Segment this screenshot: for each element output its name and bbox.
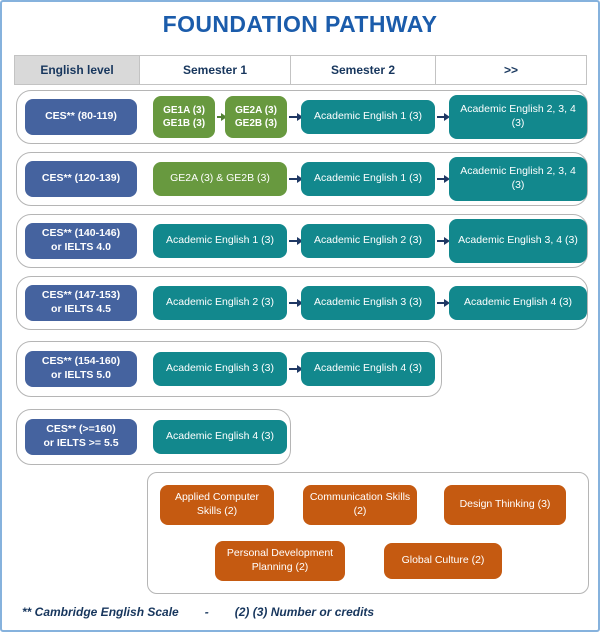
pathway-row-5: CES** (154-160) or IELTS 5.0 Academic En… <box>16 341 442 397</box>
course-pill-semester2: Academic English 1 (3) <box>301 100 435 134</box>
course-line1: GE1A (3) <box>163 105 205 116</box>
course-pill-semester1: Academic English 1 (3) <box>153 224 287 258</box>
course-pill-semester2: Academic English 1 (3) <box>301 162 435 196</box>
level-line2: or IELTS 4.5 <box>51 303 111 315</box>
column-header-semester2: Semester 2 <box>290 55 436 85</box>
pathway-row-1: CES** (80-119) GE1A (3) GE1B (3) GE2A (3… <box>16 90 588 144</box>
pathway-row-3: CES** (140-146) or IELTS 4.0 Academic En… <box>16 214 588 268</box>
level-line2: or IELTS 4.0 <box>51 241 111 253</box>
arrow-right-icon <box>217 113 227 121</box>
course-pill-semester1: Academic English 4 (3) <box>153 420 287 454</box>
pathway-row-6: CES** (>=160) or IELTS >= 5.5 Academic E… <box>16 409 291 465</box>
course-pill-semester1: Academic English 2 (3) <box>153 286 287 320</box>
arrow-right-icon <box>437 175 450 183</box>
level-line1: CES** (140-146) <box>41 227 121 240</box>
level-line1: CES** (147-153) <box>41 289 121 302</box>
course-line1: GE2A (3) <box>235 105 277 116</box>
level-line1: CES** (154-160) <box>41 355 121 368</box>
level-line2: or IELTS >= 5.5 <box>43 437 119 449</box>
arrow-right-icon <box>437 299 450 307</box>
column-header-english-level: English level <box>14 55 140 85</box>
course-pill-next: Academic English 2, 3, 4 (3) <box>449 95 587 139</box>
arrow-right-icon <box>289 299 303 307</box>
footnote-separator: - <box>204 605 209 619</box>
english-level-pill: CES** (80-119) <box>25 99 137 135</box>
electives-panel: Applied Computer Skills (2) Communicatio… <box>147 472 589 594</box>
level-line1: CES** (120-139) <box>41 172 121 185</box>
elective-pill-global-culture: Global Culture (2) <box>384 543 502 579</box>
course-pill-semester1: GE2A (3) & GE2B (3) <box>153 162 287 196</box>
course-pill-next: Academic English 4 (3) <box>449 286 587 320</box>
english-level-pill: CES** (147-153) or IELTS 4.5 <box>25 285 137 321</box>
arrow-right-icon <box>289 237 303 245</box>
course-pill-semester2: Academic English 4 (3) <box>301 352 435 386</box>
elective-pill-design-thinking: Design Thinking (3) <box>444 485 566 525</box>
page-title: FOUNDATION PATHWAY <box>162 11 438 37</box>
footnote-scale: ** Cambridge English Scale <box>22 605 179 619</box>
english-level-pill: CES** (120-139) <box>25 161 137 197</box>
course-pill-semester2: Academic English 3 (3) <box>301 286 435 320</box>
arrow-right-icon <box>289 113 303 121</box>
course-pill-semester1: Academic English 3 (3) <box>153 352 287 386</box>
level-line1: CES** (80-119) <box>45 110 117 123</box>
level-line2: or IELTS 5.0 <box>51 369 111 381</box>
english-level-pill: CES** (154-160) or IELTS 5.0 <box>25 351 137 387</box>
pathway-row-2: CES** (120-139) GE2A (3) & GE2B (3) Acad… <box>16 152 588 206</box>
arrow-right-icon <box>289 175 303 183</box>
course-pill-next: Academic English 3, 4 (3) <box>449 219 587 263</box>
column-header-next: >> <box>435 55 587 85</box>
english-level-pill: CES** (140-146) or IELTS 4.0 <box>25 223 137 259</box>
course-pill-next: Academic English 2, 3, 4 (3) <box>449 157 587 201</box>
elective-pill-personal-development: Personal Development Planning (2) <box>215 541 345 581</box>
course-pill-ge2: GE2A (3) GE2B (3) <box>225 96 287 138</box>
level-line1: CES** (>=160) <box>46 423 116 436</box>
arrow-right-icon <box>437 113 450 121</box>
footnote-credits: (2) (3) Number or credits <box>234 605 375 619</box>
arrow-right-icon <box>289 365 303 373</box>
arrow-right-icon <box>437 237 450 245</box>
footnote: ** Cambridge English Scale - (2) (3) Numbe… <box>22 605 374 619</box>
pathway-row-4: CES** (147-153) or IELTS 4.5 Academic En… <box>16 276 588 330</box>
column-header-row: English level Semester 1 Semester 2 >> <box>14 55 587 85</box>
course-line2: GE1B (3) <box>162 118 206 129</box>
elective-pill-communication-skills: Communication Skills (2) <box>303 485 417 525</box>
course-pill-ge1: GE1A (3) GE1B (3) <box>153 96 215 138</box>
course-pill-semester2: Academic English 2 (3) <box>301 224 435 258</box>
column-header-semester1: Semester 1 <box>139 55 291 85</box>
english-level-pill: CES** (>=160) or IELTS >= 5.5 <box>25 419 137 455</box>
course-line2: GE2B (3) <box>234 118 278 129</box>
elective-pill-applied-computer-skills: Applied Computer Skills (2) <box>160 485 274 525</box>
